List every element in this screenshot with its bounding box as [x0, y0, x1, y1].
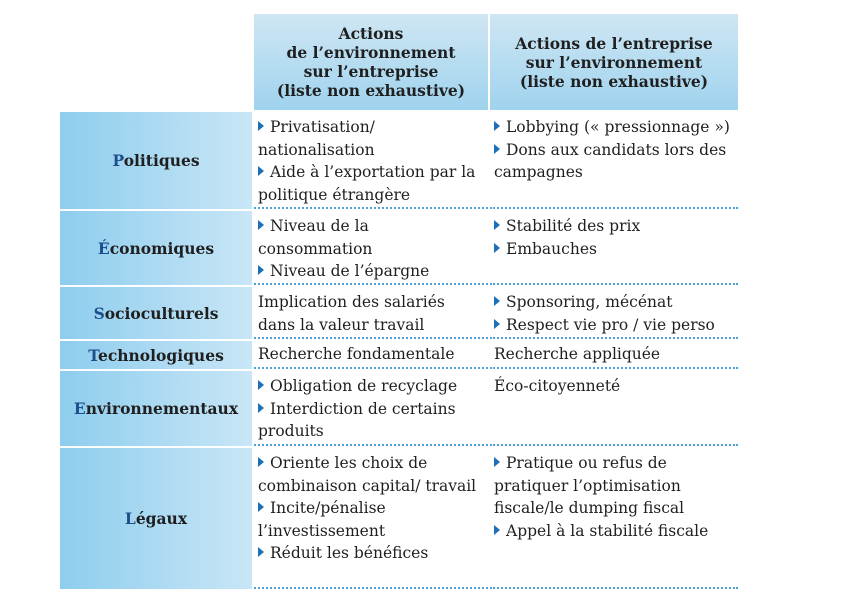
list-item: Oriente les choix de combinaison capital… [258, 454, 477, 495]
row-socioculturels: Socioculturels Implication des salariés … [60, 287, 738, 339]
header-row: Actions de l’environnement sur l’entrepr… [60, 14, 738, 110]
ent-cell: Lobbying (« pressionnage ») Dons aux can… [490, 112, 738, 209]
list-item: Recherche fondamentale [258, 345, 455, 363]
bullet-icon [494, 242, 500, 253]
list-item: Niveau de la consommation [258, 217, 373, 258]
row-environnementaux: Environnementaux Obligation de recyclage… [60, 371, 738, 446]
factor-label: Économiques [60, 211, 252, 285]
factor-label: Socioculturels [60, 287, 252, 339]
env-cell: Recherche fondamentale [254, 341, 488, 369]
list-item: Dons aux candidats lors des campagnes [494, 140, 727, 181]
env-cell: Privatisation/ nationalisation Aide à l’… [254, 112, 488, 209]
list-item: Stabilité des prix [494, 215, 734, 238]
env-cell: Niveau de la consommation Niveau de l’ép… [254, 211, 488, 285]
corner-cell [60, 14, 252, 110]
bullet-icon [494, 318, 500, 329]
factor-rest: ocioculturels [104, 303, 219, 323]
factor-rest: olitiques [123, 151, 200, 170]
row-economiques: Économiques Niveau de la consommation Ni… [60, 211, 738, 285]
env-cell: Obligation de recyclage Interdiction de … [254, 371, 488, 446]
bullet-icon [494, 220, 500, 230]
pestel-table: Actions de l’environnement sur l’entrepr… [60, 14, 738, 589]
factor-label: Légaux [60, 448, 252, 589]
factor-initial: S [93, 303, 105, 323]
factor-label: Politiques [60, 112, 252, 209]
list-item: Sponsoring, mécénat [494, 291, 734, 314]
bullet-icon [494, 457, 500, 467]
factor-initial: T [88, 345, 98, 365]
bullet-icon [258, 547, 264, 557]
bullet-icon [258, 502, 264, 512]
ent-cell: Stabilité des prix Embauches [490, 211, 738, 285]
list-item: Appel à la stabilité fiscale [494, 520, 734, 543]
bullet-icon [494, 524, 500, 535]
list-item: Réduit les bénéfices [258, 542, 484, 565]
factor-initial: É [97, 238, 110, 258]
list-item: Aide à l’exportation par la politique ét… [258, 163, 476, 204]
factor-label: Technologiques [60, 341, 252, 369]
factor-rest: nvironnementaux [85, 399, 239, 418]
bullet-icon [494, 143, 500, 154]
list-item: Éco-citoyenneté [494, 377, 621, 395]
factor-rest: conomiques [109, 238, 215, 258]
header-env-on-company: Actions de l’environnement sur l’entrepr… [254, 14, 488, 110]
list-item: Recherche appliquée [494, 345, 661, 363]
env-cell: Implication des salariés dans la valeur … [254, 287, 488, 339]
list-item: Respect vie pro / vie perso [494, 314, 734, 337]
row-politiques: Politiques Privatisation/ nationalisatio… [60, 112, 738, 209]
env-cell: Oriente les choix de combinaison capital… [254, 448, 488, 589]
factor-initial: E [73, 399, 86, 418]
bullet-icon [494, 121, 500, 131]
ent-cell: Recherche appliquée [490, 341, 738, 369]
list-item: Incite/pénalise l’investissement [258, 499, 386, 540]
ent-cell: Pratique ou refus de pratiquer l’optimis… [490, 448, 738, 589]
list-item: Niveau de l’épargne [258, 260, 484, 283]
bullet-icon [258, 121, 264, 131]
factor-initial: P [112, 151, 124, 170]
list-item: Privatisation/ nationalisation [258, 118, 375, 159]
list-item: Lobbying (« pressionnage ») [494, 116, 734, 139]
list-item: Embauches [494, 238, 734, 261]
list-item: Implication des salariés dans la valeur … [258, 293, 445, 334]
bullet-icon [258, 166, 264, 176]
ent-cell: Sponsoring, mécénat Respect vie pro / vi… [490, 287, 738, 339]
header-company-on-env: Actions de l’entreprise sur l’environnem… [490, 14, 738, 110]
bullet-icon [258, 265, 264, 275]
bullet-icon [494, 296, 500, 306]
factor-label: Environnementaux [60, 371, 252, 446]
row-technologiques: Technologiques Recherche fondamentale Re… [60, 341, 738, 369]
bullet-icon [258, 220, 264, 230]
bullet-icon [258, 402, 264, 413]
list-item: Pratique ou refus de pratiquer l’optimis… [494, 454, 685, 517]
factor-rest: égaux [135, 509, 188, 528]
list-item: Obligation de recyclage [258, 375, 484, 398]
bullet-icon [258, 380, 264, 390]
factor-initial: L [124, 509, 136, 528]
bullet-icon [258, 457, 264, 467]
factor-rest: echnologiques [97, 345, 224, 365]
ent-cell: Éco-citoyenneté [490, 371, 738, 446]
row-legaux: Légaux Oriente les choix de combinaison … [60, 448, 738, 589]
list-item: Interdiction de certains produits [258, 399, 456, 440]
